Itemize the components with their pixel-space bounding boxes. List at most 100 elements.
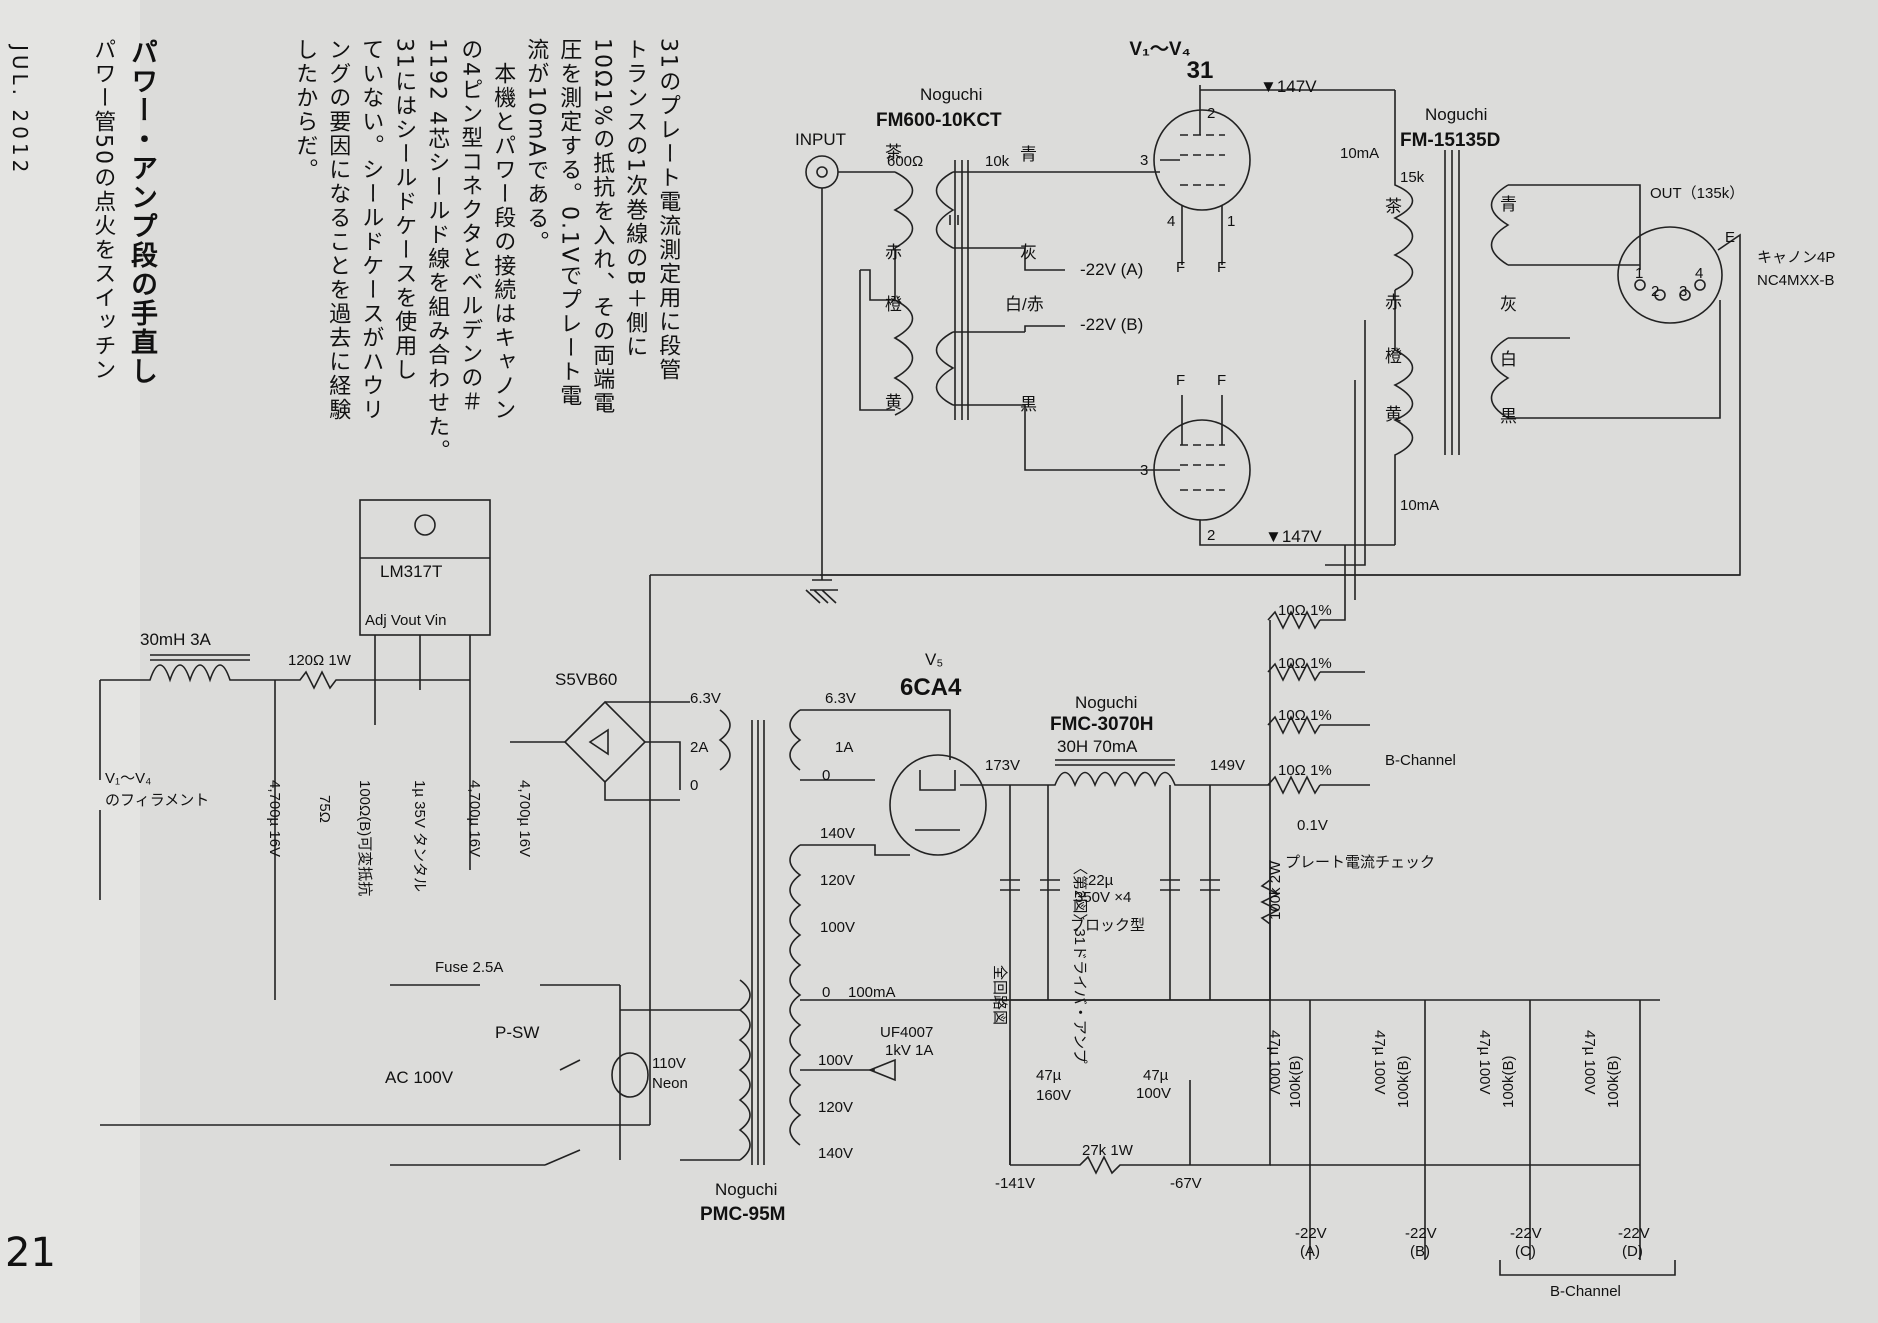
svg-text:31: 31 [1187,57,1214,84]
svg-text:140V: 140V [820,825,855,842]
svg-text:27k 1W: 27k 1W [1082,1142,1134,1159]
svg-text:F: F [1176,372,1185,389]
svg-text:75Ω: 75Ω [316,795,333,823]
svg-text:Fuse 2.5A: Fuse 2.5A [435,959,503,976]
svg-text:黄: 黄 [1385,405,1402,424]
svg-text:100k 2W: 100k 2W [1267,860,1284,920]
svg-text:B-Channel: B-Channel [1550,1283,1621,1300]
svg-text:4,700µ 16V: 4,700µ 16V [516,780,533,857]
svg-text:FM-15135D: FM-15135D [1400,130,1500,151]
issue-date: JUL. 2012 [8,45,32,177]
svg-text:-67V: -67V [1170,1175,1202,1192]
svg-text:100V: 100V [818,1052,853,1069]
svg-text:ブロック型: ブロック型 [1070,916,1145,934]
svg-text:-22V: -22V [1510,1225,1542,1242]
svg-text:黒: 黒 [1020,395,1037,414]
svg-text:S5VB60: S5VB60 [555,670,617,689]
svg-text:-22V (B): -22V (B) [1080,315,1143,334]
svg-text:100V: 100V [820,919,855,936]
tube-v5-icon [889,754,987,856]
text-column: ていない。シールドケースがハウリ [358,38,384,422]
text-column: 31にはシールドケースを使用し [391,38,417,382]
svg-text:▼147V: ▼147V [1265,527,1322,546]
svg-text:のフィラメント: のフィラメント [105,792,209,809]
page-margin [0,0,140,1323]
text-column: 本機とパワー段の接続はキャノン [490,38,516,422]
svg-text:キャノン4P: キャノン4P [1757,249,1835,266]
svg-text:F: F [1217,372,1226,389]
svg-text:100mA: 100mA [848,984,896,1001]
svg-text:-22V: -22V [1405,1225,1437,1242]
neon-lamp-icon [611,1052,649,1098]
svg-text:Noguchi: Noguchi [1075,693,1137,712]
svg-text:10mA: 10mA [1400,497,1439,514]
svg-text:2: 2 [1651,283,1659,300]
svg-text:6.3V: 6.3V [690,690,721,707]
text-column: 1192 4芯シールド線を組み合わせた。 [424,38,450,463]
text-column: 31のプレート電流測定用に段管 [655,38,681,382]
svg-text:V₅: V₅ [925,650,943,669]
svg-text:6.3V: 6.3V [825,690,856,707]
text-column: トランスの1次巻線のB＋側に [622,38,648,360]
svg-text:4: 4 [1167,213,1175,230]
svg-text:-22V (A): -22V (A) [1080,260,1143,279]
svg-text:120V: 120V [818,1099,853,1116]
svg-text:赤: 赤 [1385,293,1402,312]
tube-v2-icon [1153,419,1251,521]
svg-text:灰: 灰 [1020,243,1037,262]
svg-text:-141V: -141V [995,1175,1035,1192]
svg-text:1kV 1A: 1kV 1A [885,1042,933,1059]
svg-text:(C): (C) [1515,1243,1536,1260]
ground-icon [805,579,838,604]
svg-text:1µ 35V タンタル: 1µ 35V タンタル [411,780,428,892]
section-lead: パワー管50の点火をスイッチン [90,38,116,382]
svg-text:47µ 100V: 47µ 100V [1266,1030,1283,1095]
svg-text:黄: 黄 [885,393,902,412]
svg-text:149V: 149V [1210,757,1245,774]
svg-text:22µ: 22µ [1088,872,1114,889]
svg-text:(A): (A) [1300,1243,1320,1260]
svg-text:3: 3 [1679,283,1687,300]
svg-text:6CA4: 6CA4 [900,674,962,701]
svg-text:OUT（135k）: OUT（135k） [1650,185,1744,202]
svg-text:30mH 3A: 30mH 3A [140,630,212,649]
svg-text:10Ω 1%: 10Ω 1% [1278,762,1332,779]
svg-text:1: 1 [1227,213,1235,230]
svg-text:100k(B): 100k(B) [1605,1055,1622,1108]
svg-text:-22V: -22V [1295,1225,1327,1242]
svg-text:Noguchi: Noguchi [715,1180,777,1199]
svg-text:4,700µ 16V: 4,700µ 16V [266,780,283,857]
svg-text:F: F [1176,259,1185,276]
svg-text:3: 3 [1140,462,1148,479]
svg-text:NC4MXX-B: NC4MXX-B [1757,272,1835,289]
svg-text:V₁〜V₄: V₁〜V₄ [105,770,151,787]
svg-text:F: F [1217,259,1226,276]
svg-text:全回路図: 全回路図 [991,965,1009,1025]
svg-text:2: 2 [1207,527,1215,544]
svg-text:青: 青 [1500,195,1517,214]
svg-text:UF4007: UF4007 [880,1024,933,1041]
svg-text:120V: 120V [820,872,855,889]
svg-text:V₁〜V₄: V₁〜V₄ [1129,39,1190,60]
svg-text:100k(B): 100k(B) [1500,1055,1517,1108]
svg-text:-22V: -22V [1618,1225,1650,1242]
svg-text:P-SW: P-SW [495,1023,539,1042]
text-column: 圧を測定する。0.1Vでプレート電 [556,38,582,409]
svg-text:4,700µ 16V: 4,700µ 16V [466,780,483,857]
svg-text:100Ω(B)可変抵抗: 100Ω(B)可変抵抗 [356,780,373,896]
svg-text:FM600-10KCT: FM600-10KCT [876,110,1002,131]
svg-text:PMC-95M: PMC-95M [700,1204,786,1225]
svg-text:プレート電流チェック: プレート電流チェック [1285,854,1435,871]
svg-text:100V: 100V [1136,1085,1171,1102]
svg-text:47µ: 47µ [1143,1067,1169,1084]
svg-text:47µ: 47µ [1036,1067,1062,1084]
svg-text:〈第2図〉31ドライバ・アンプ: 〈第2図〉31ドライバ・アンプ [1071,860,1089,1064]
svg-text:茶: 茶 [885,143,902,162]
bridge-rectifier-icon [563,700,647,784]
svg-text:(B): (B) [1410,1243,1430,1260]
svg-text:2: 2 [1207,105,1215,122]
svg-text:E: E [1725,229,1735,246]
svg-text:0: 0 [690,777,698,794]
svg-text:173V: 173V [985,757,1020,774]
